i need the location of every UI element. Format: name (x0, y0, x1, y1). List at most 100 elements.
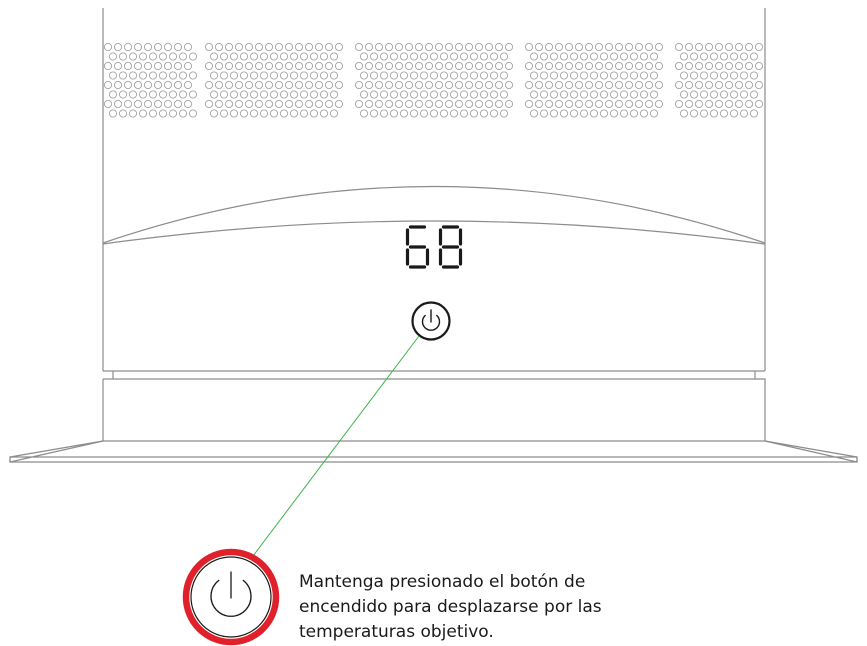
grille-hole (494, 81, 503, 90)
grille-hole (143, 100, 152, 109)
grille-hole (600, 109, 609, 118)
grille-hole (434, 43, 443, 52)
grille-hole (354, 100, 363, 109)
grille-hole (163, 100, 172, 109)
grille-hole (590, 71, 599, 80)
grille-hole (324, 81, 333, 90)
grille-hole (389, 52, 398, 61)
grille-hole (730, 71, 739, 80)
grille-hole (580, 52, 589, 61)
grille-hole (540, 71, 549, 80)
grille-hole (424, 43, 433, 52)
grille-hole (755, 100, 764, 109)
grille-hole (469, 90, 478, 99)
grille-hole (214, 62, 223, 71)
grille-hole (575, 43, 584, 52)
grille-hole (499, 90, 508, 99)
callout-caption-line-3: temperaturas objetivo. (299, 622, 494, 642)
grille-hole (630, 52, 639, 61)
grille-hole (530, 71, 539, 80)
grille-hole (640, 90, 649, 99)
heater-base (9, 378, 858, 463)
grille-hole (204, 62, 213, 71)
grille-hole (705, 62, 714, 71)
grille-hole (173, 81, 182, 90)
grille-hole (369, 109, 378, 118)
grille-hole (545, 81, 554, 90)
grille-hole (158, 71, 167, 80)
grille-hole (119, 109, 128, 118)
grille-hole (124, 100, 133, 109)
grille-hole (469, 71, 478, 80)
grille-hole (163, 62, 172, 71)
grille-hole (264, 81, 273, 90)
grille-hole (730, 109, 739, 118)
grille-hole (404, 43, 413, 52)
grille-hole (610, 90, 619, 99)
device-power-button[interactable] (411, 301, 451, 341)
grille-hole (700, 109, 709, 118)
grille-hole (700, 90, 709, 99)
grille-hole (530, 52, 539, 61)
grille-hole (474, 43, 483, 52)
grille-hole (750, 109, 759, 118)
grille-hole (645, 81, 654, 90)
grille-hole (168, 52, 177, 61)
grille-hole (274, 81, 283, 90)
grille-hole (374, 43, 383, 52)
grille-hole (114, 81, 123, 90)
body-upper-arc (102, 185, 766, 244)
grille-hole (735, 43, 744, 52)
grille-hole (183, 81, 192, 90)
grille-hole (489, 109, 498, 118)
grille-hole (550, 71, 559, 80)
grille-hole (133, 62, 142, 71)
grille-hole (439, 109, 448, 118)
grille-hole (750, 71, 759, 80)
grille-hole (635, 43, 644, 52)
grille-hole (324, 100, 333, 109)
grille-hole (635, 81, 644, 90)
grille-hole (394, 62, 403, 71)
grille-hole (138, 90, 147, 99)
grille-hole (294, 43, 303, 52)
callout-power-button (182, 548, 280, 646)
grille-hole (740, 71, 749, 80)
grille-hole (454, 100, 463, 109)
grille-hole (625, 81, 634, 90)
grille-hole (309, 71, 318, 80)
grille-hole (264, 100, 273, 109)
grille-hole (620, 90, 629, 99)
grille-hole (479, 90, 488, 99)
grille-hole (214, 100, 223, 109)
grille-hole (259, 109, 268, 118)
grille-hole (590, 52, 599, 61)
grille-hole (504, 100, 513, 109)
body-lower-arc (102, 220, 766, 245)
grille-hole (429, 52, 438, 61)
grille-hole (504, 81, 513, 90)
grille-hole (284, 100, 293, 109)
grille-hole (138, 109, 147, 118)
grille-hole (565, 43, 574, 52)
grille-hole (188, 71, 197, 80)
grille-hole (635, 100, 644, 109)
grille-hole (369, 52, 378, 61)
grille-hole (615, 100, 624, 109)
grille-hole (605, 100, 614, 109)
grille-hole (394, 43, 403, 52)
grille-hole (254, 43, 263, 52)
grille-hole (484, 62, 493, 71)
grille-hole (364, 43, 373, 52)
grille-hole (209, 109, 218, 118)
grille-hole (314, 81, 323, 90)
grille-hole (299, 71, 308, 80)
grille-hole (124, 81, 133, 90)
grille-hole (540, 109, 549, 118)
grille-hole (750, 52, 759, 61)
grille-hole (745, 43, 754, 52)
grille-hole (645, 100, 654, 109)
grille-hole (740, 109, 749, 118)
grille-hole (354, 81, 363, 90)
grille-hole (535, 100, 544, 109)
